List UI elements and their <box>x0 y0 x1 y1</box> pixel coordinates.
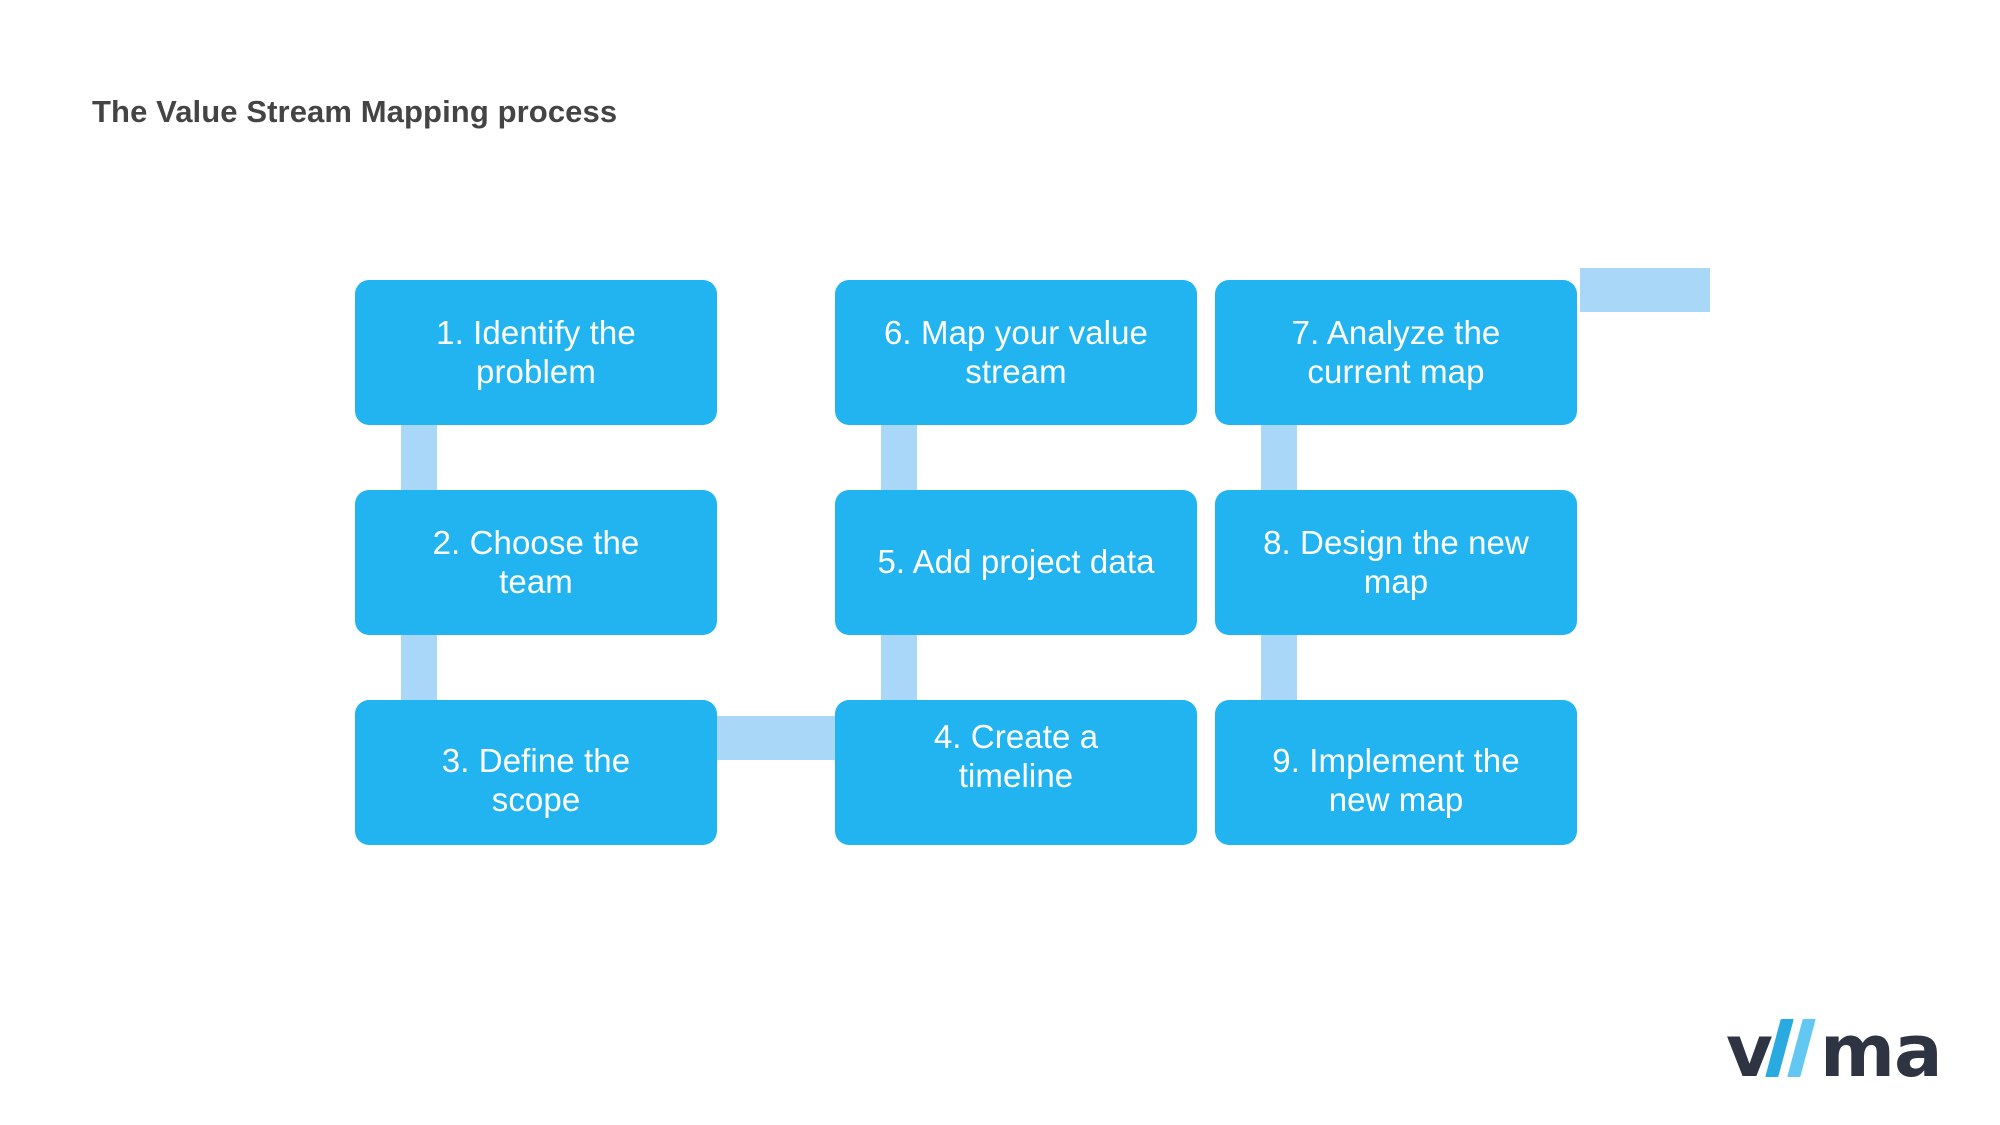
viima-logo: v ma <box>1726 1009 1943 1093</box>
connector-step1-step2 <box>401 418 437 492</box>
connector-step7-step8 <box>1261 418 1297 492</box>
page-title: The Value Stream Mapping process <box>92 94 618 129</box>
logo-lead-text: v <box>1726 1009 1773 1093</box>
connector-step6-step7 <box>1580 268 1710 312</box>
connector-step5-step6 <box>881 418 917 492</box>
step-label-5: 5. Add project data <box>877 543 1155 581</box>
connector-step3-step4 <box>710 716 840 760</box>
logo-trail-text: ma <box>1819 1009 1943 1093</box>
step-box-5[interactable]: 5. Add project data <box>835 490 1197 635</box>
logo-slashes-icon <box>1765 1017 1817 1077</box>
connector-step2-step3 <box>401 628 437 702</box>
connector-step4-step5 <box>881 628 917 702</box>
connector-step8-step9 <box>1261 628 1297 702</box>
